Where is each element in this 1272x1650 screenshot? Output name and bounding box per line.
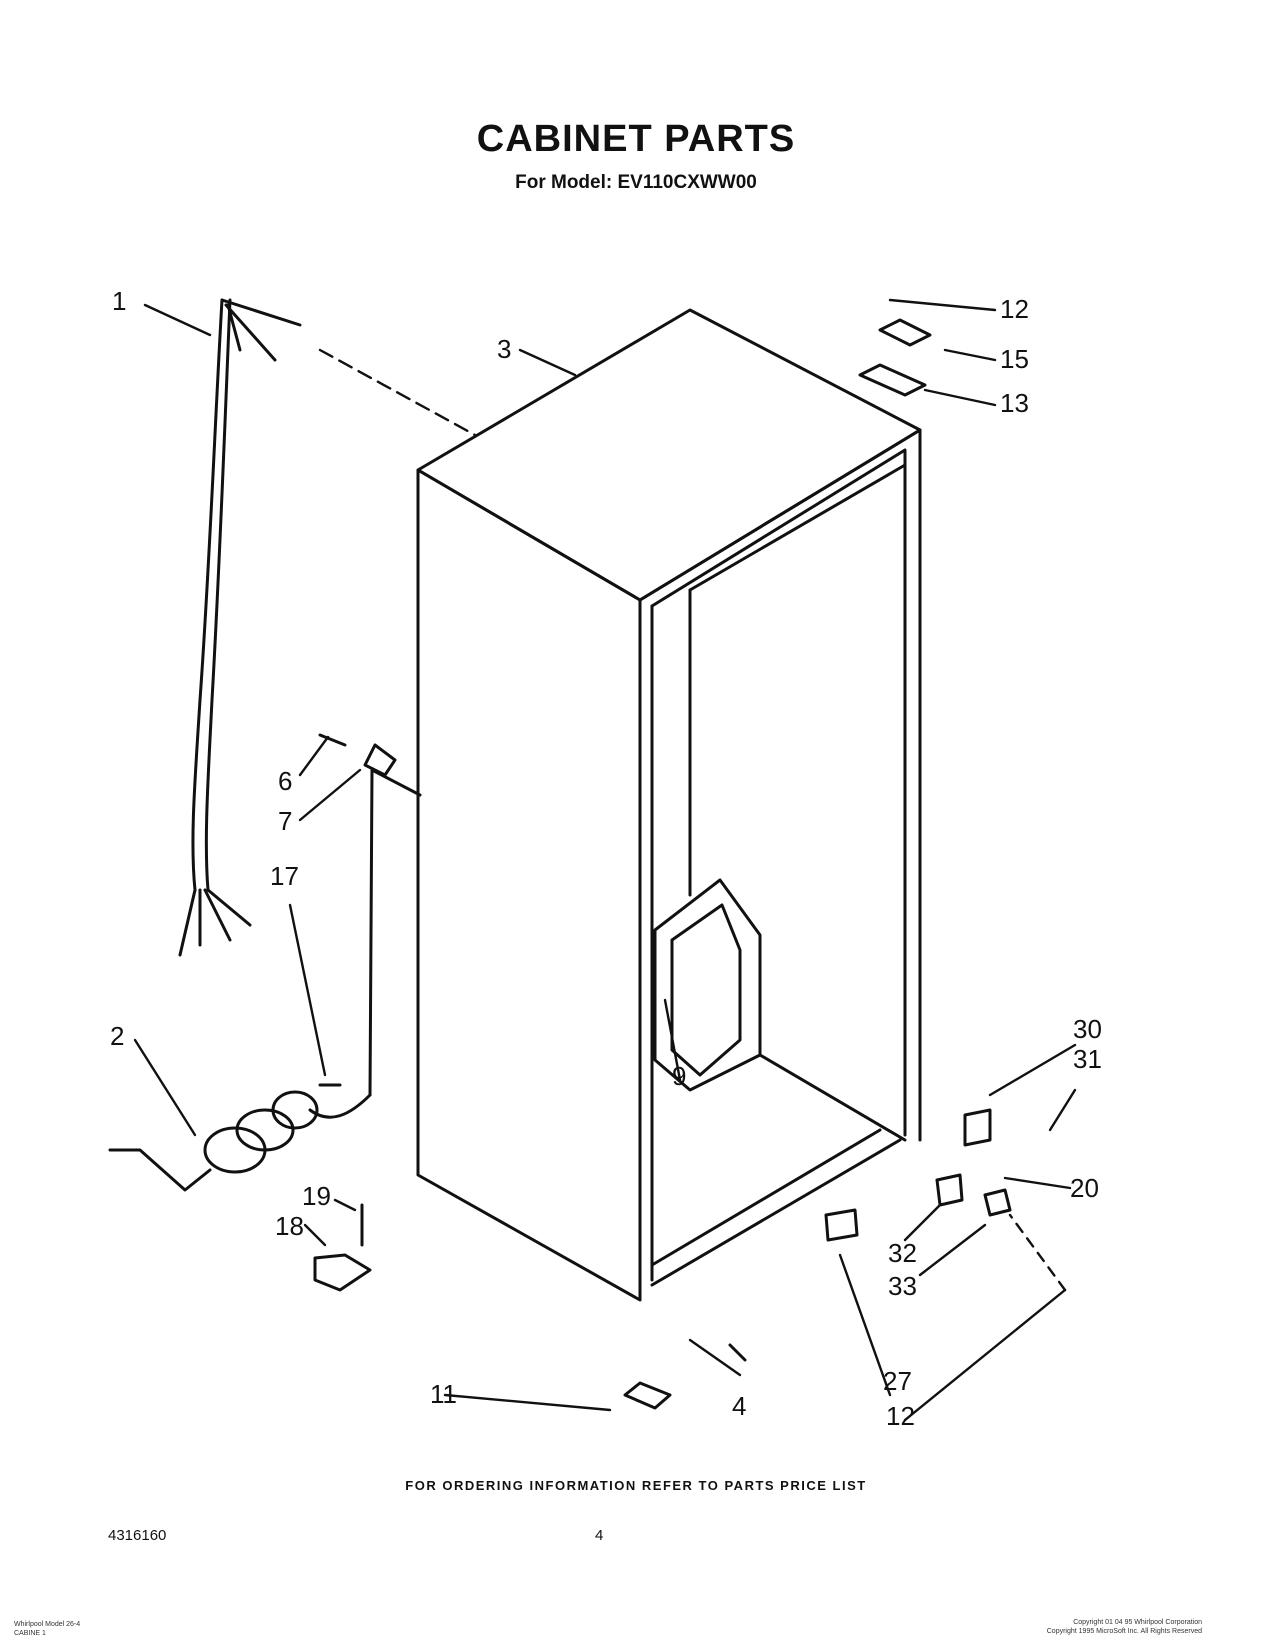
model-subtitle: For Model: EV110CXWW00 [515,172,757,193]
callout-31: 31 [1073,1044,1102,1074]
cabinet-body [416,308,922,1302]
callout-4: 4 [732,1391,746,1421]
callout-9: 9 [672,1061,686,1091]
callout-32: 32 [888,1238,917,1268]
document-number: 4316160 [108,1527,167,1544]
callout-19: 19 [302,1181,331,1211]
ordering-note: FOR ORDERING INFORMATION REFER TO PARTS … [405,1478,867,1493]
right-small-print: Copyright 01 04 95 Whirlpool Corporation… [1047,1618,1202,1636]
callout-17: 17 [270,861,299,891]
callout-1: 1 [112,286,126,316]
callout-33: 33 [888,1271,917,1301]
callout-12-bottom: 12 [886,1401,915,1431]
left-small-print-line: CABINE 1 [14,1630,46,1637]
small-parts [313,318,1012,1410]
leader-lines [133,298,1077,1422]
callout-13: 13 [1000,388,1029,418]
callout-15: 15 [1000,344,1029,374]
callout-labels: 1 2 3 4 6 7 9 11 12 12 13 15 17 18 19 20… [110,286,1102,1431]
callout-7: 7 [278,806,292,836]
right-small-print-line: Copyright 01 04 95 Whirlpool Corporation [1073,1619,1202,1626]
callout-3: 3 [497,334,511,364]
page-title: CABINET PARTS [476,118,796,160]
power-cord [108,768,422,1192]
left-small-print-line: Whirlpool Model 26-4 [14,1621,81,1628]
right-small-print-line: Copyright 1995 MicroSoft Inc. All Rights… [1046,1628,1202,1635]
callout-18: 18 [275,1211,304,1241]
callout-30: 30 [1073,1014,1102,1044]
left-small-print: Whirlpool Model 26-4 CABINE 1 [14,1620,80,1638]
page-number: 4 [595,1527,604,1544]
wiring-harness [178,298,302,957]
callout-27: 27 [883,1366,912,1396]
callout-20: 20 [1070,1173,1099,1203]
callout-11: 11 [430,1379,457,1409]
callout-12-top: 12 [1000,294,1029,324]
callout-2: 2 [110,1021,124,1051]
callout-6: 6 [278,766,292,796]
